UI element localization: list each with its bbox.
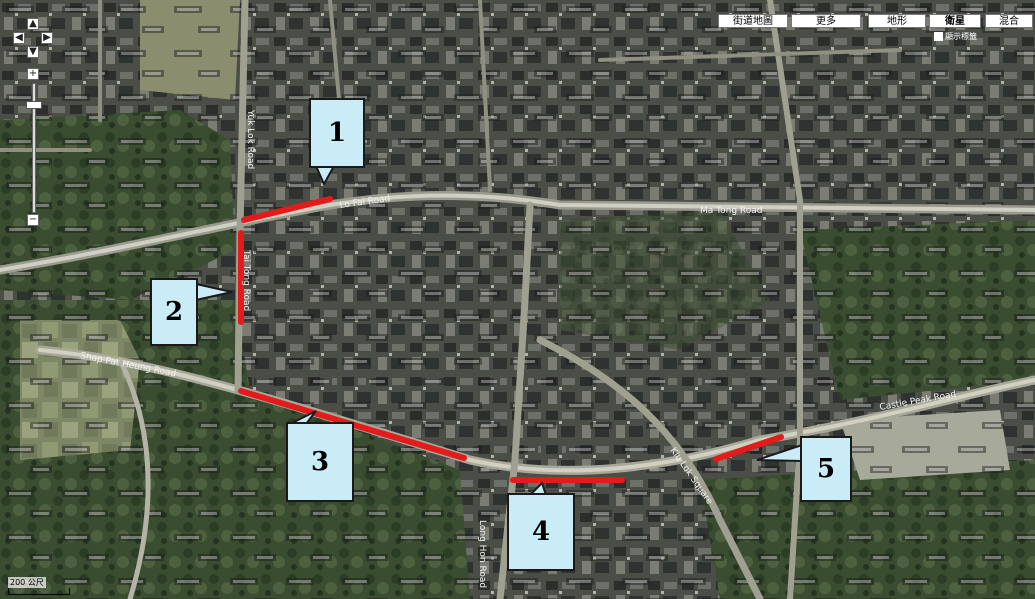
pan-up-button[interactable]: ▲ xyxy=(27,18,39,30)
road-east xyxy=(767,0,803,599)
zoom-slider-thumb[interactable] xyxy=(26,101,42,110)
map-type-hybrid-button[interactable]: 混合 xyxy=(985,14,1033,28)
road-tai-tong xyxy=(234,0,249,394)
callout-4[interactable]: 4 xyxy=(507,493,575,571)
road-lo-fai-surface xyxy=(0,193,1035,272)
segment-1-line[interactable] xyxy=(241,196,333,223)
callout-1-label: 1 xyxy=(327,118,347,148)
callout-5-label: 5 xyxy=(816,454,836,484)
show-labels-option[interactable]: 顯示標籤 xyxy=(934,31,977,42)
map-type-terrain-button[interactable]: 地形 xyxy=(868,14,926,28)
show-labels-checkbox[interactable] xyxy=(934,32,943,41)
scale-bar xyxy=(8,588,70,595)
segment-5-line[interactable] xyxy=(713,434,784,462)
label-yuk-lok-road: Yuk Lok Road xyxy=(245,109,255,169)
road-north-minor xyxy=(328,0,902,192)
zoom-in-button[interactable]: + xyxy=(27,68,39,80)
pan-right-button[interactable]: ▶ xyxy=(41,32,53,44)
road-west-minor xyxy=(0,0,102,152)
label-long-hon-road: Long Hon Road xyxy=(477,520,487,588)
callout-1[interactable]: 1 xyxy=(309,98,365,168)
zoom-out-button[interactable]: − xyxy=(27,214,39,226)
scale-label: 200 公尺 xyxy=(8,577,46,588)
road-shap-pat-heung-surface xyxy=(38,348,1035,473)
road-southwest xyxy=(117,357,151,599)
pan-left-button[interactable]: ◀ xyxy=(13,32,25,44)
map-type-more-button[interactable]: 更多 xyxy=(791,14,861,28)
pan-down-button[interactable]: ▼ xyxy=(27,46,39,58)
zoom-slider-track[interactable] xyxy=(32,83,36,213)
label-ma-tong-road: Ma Tong Road xyxy=(700,206,762,216)
show-labels-label: 顯示標籤 xyxy=(945,32,977,41)
callout-2[interactable]: 2 xyxy=(150,278,198,346)
label-tai-tong-road: Tai Tong Road xyxy=(241,249,251,311)
map-type-satellite-button[interactable]: 衛星 xyxy=(929,14,981,28)
map-type-street-button[interactable]: 街道地圖 xyxy=(718,14,788,28)
callout-4-label: 4 xyxy=(531,517,551,547)
callout-2-label: 2 xyxy=(164,297,184,327)
callout-5[interactable]: 5 xyxy=(800,436,852,502)
callout-3[interactable]: 3 xyxy=(286,422,354,502)
callout-3-label: 3 xyxy=(310,447,330,477)
road-kiu-lok xyxy=(536,336,764,599)
